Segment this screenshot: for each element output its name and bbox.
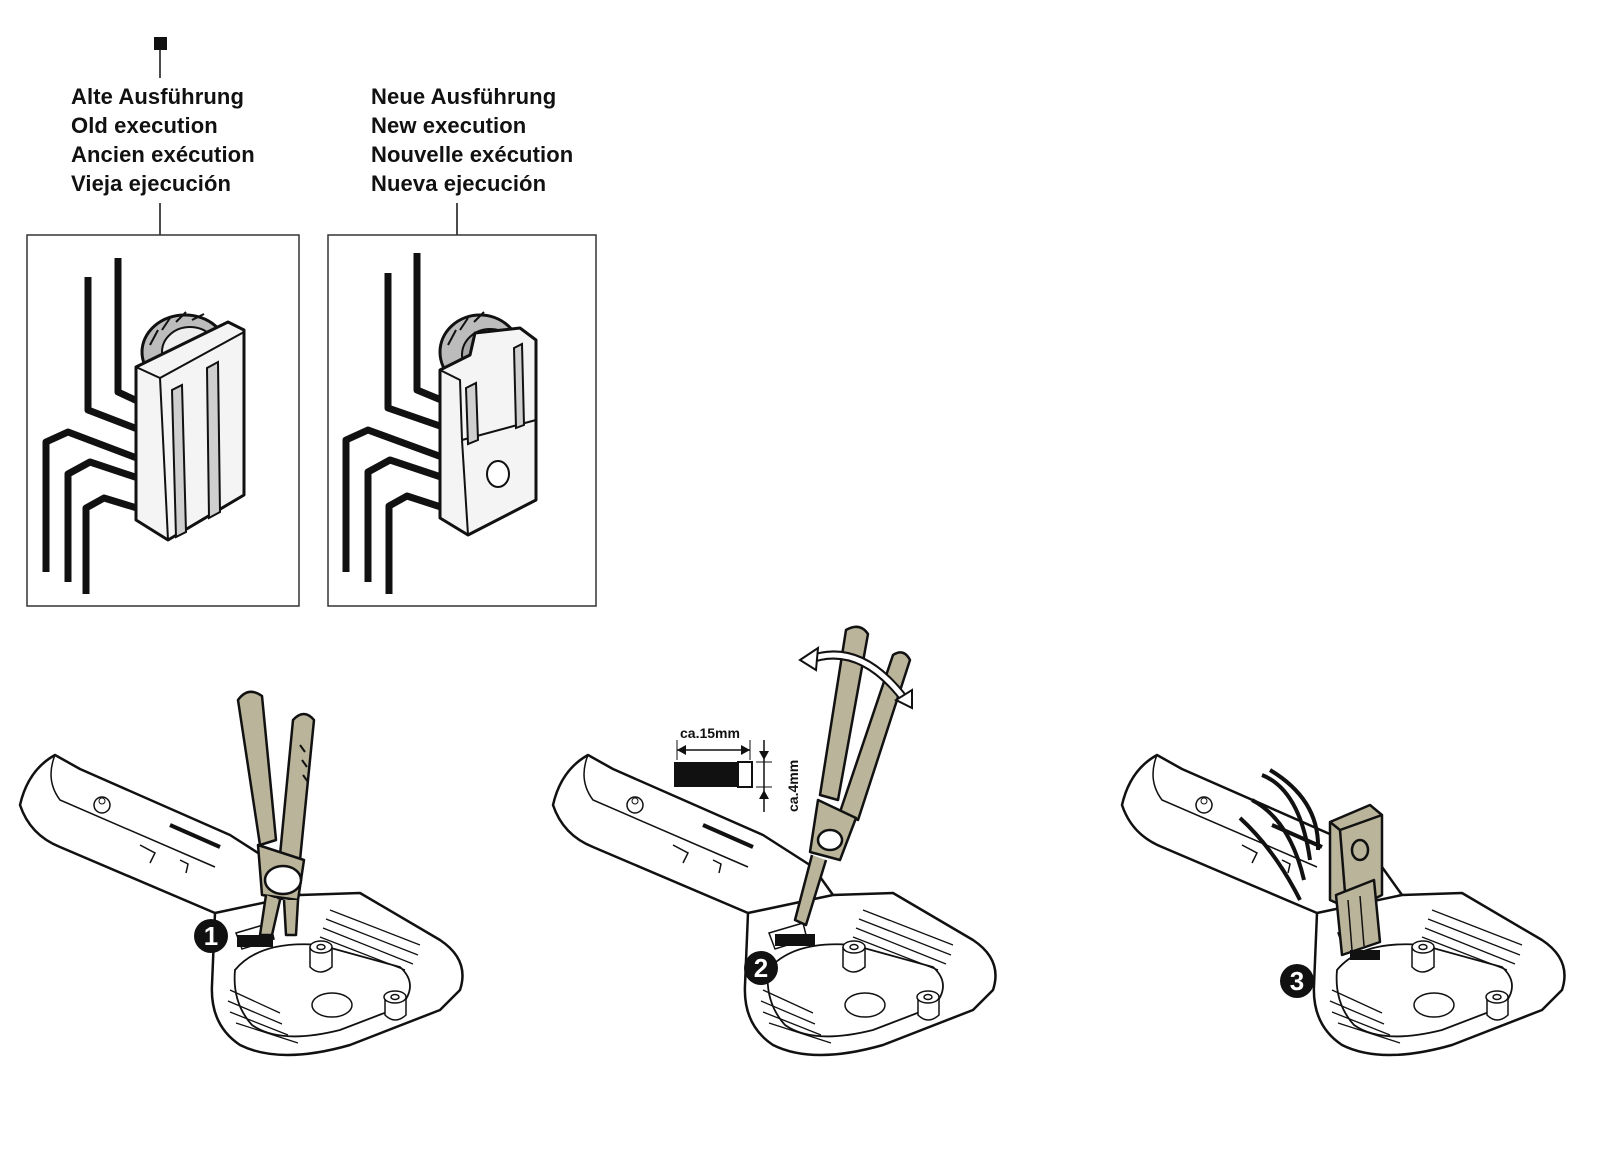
brush-length-label: ca.15mm: [680, 725, 740, 741]
pliers-icon: [236, 690, 316, 937]
new-execution-label-en: New execution: [371, 113, 527, 138]
old-execution-label-es: Vieja ejecución: [71, 171, 232, 196]
brush-holder-icon: [1328, 803, 1384, 957]
rotate-arrow-icon: [798, 646, 913, 710]
old-execution-panel: [26, 203, 300, 607]
old-execution-label: Alte Ausführung Old execution Ancien exé…: [71, 82, 255, 198]
step-3-illustration: 3: [1120, 753, 1567, 1057]
new-execution-panel: [327, 203, 597, 607]
step-2-number: 2: [754, 953, 768, 983]
step-1-illustration: 1: [18, 690, 465, 1057]
pliers-icon: [793, 625, 912, 927]
old-execution-label-de: Alte Ausführung: [71, 84, 244, 109]
new-execution-label-fr: Nouvelle exécution: [371, 142, 574, 167]
new-execution-label: Neue Ausführung New execution Nouvelle e…: [371, 82, 573, 198]
step-1-number: 1: [204, 921, 218, 951]
new-execution-label-de: Neue Ausführung: [371, 84, 557, 109]
step-3-badge: [1280, 964, 1314, 998]
step-2-illustration: ca.15mm ca.4mm 2: [551, 625, 998, 1057]
old-execution-label-en: Old execution: [71, 113, 218, 138]
step-1-badge: [194, 919, 228, 953]
new-execution-label-es: Nueva ejecución: [371, 171, 547, 196]
brush-thickness-label: ca.4mm: [785, 760, 801, 812]
old-execution-label-fr: Ancien exécution: [71, 142, 255, 167]
step-3-number: 3: [1290, 966, 1304, 996]
step-2-badge: [744, 951, 778, 985]
brush-dimension-diagram: ca.15mm ca.4mm: [674, 725, 801, 812]
marker-square-icon: [154, 37, 167, 78]
